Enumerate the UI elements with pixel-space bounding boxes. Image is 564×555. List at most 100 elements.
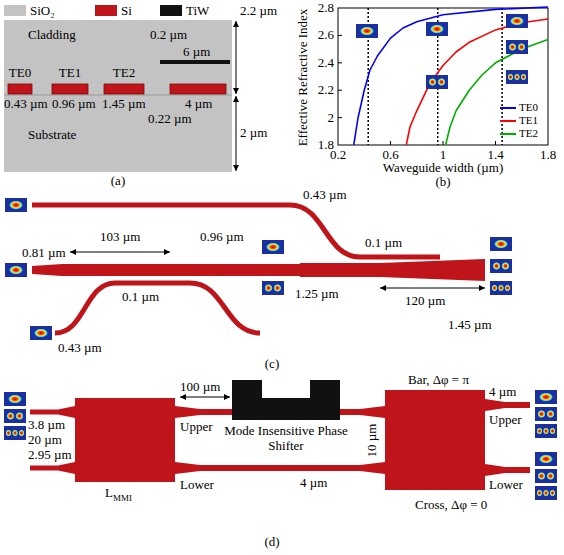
dimension-label: 100 µm [180,380,220,393]
mmi-coupler [385,390,485,490]
dimension-label: 1.45 µm [448,318,492,331]
dimension-label: 1.4 [487,148,503,161]
dimension-label: 0.22 µm [148,112,192,125]
mode-profile [535,486,557,500]
layer-label: Cladding [28,28,76,41]
dimension-label: 0.43 µm [4,97,48,110]
dimension-label: TE2 [113,66,135,79]
dimension-label: 3.8 µm [28,418,65,431]
legend-line [500,133,516,135]
dimension-label: 20 µm [28,433,62,446]
oxide-region [4,20,232,172]
si-waveguide [170,84,226,94]
legend-line [500,120,516,122]
dimension-label: (d) [264,535,279,548]
layer-label: Substrate [28,128,76,141]
dimension-label: 0.96 µm [52,97,96,110]
dimension-arrow [380,288,485,289]
dimension-label: 2.95 µm [28,448,72,461]
mmi-coupler [75,398,175,482]
te2-curve [446,40,548,146]
legend-text: TE0 [519,102,538,113]
width-marker-lines [368,8,502,145]
dimension-label: 0.1 µm [122,290,159,303]
dimension-label: Lower [180,478,214,491]
mode-profile [356,24,378,38]
dimension-arrow [70,252,170,253]
dimension-label: 120 µm [405,294,445,307]
dimension-label: (c) [265,357,279,370]
mode-profile [426,22,448,36]
plot-frame [338,8,548,145]
legend-swatch [95,5,117,16]
dimension-label: Mode Insensitive Phase Shifter [221,424,351,454]
mode-profile [262,240,284,254]
input-waveguide [30,406,75,418]
dimension-label: 0.81 µm [22,246,66,259]
legend-swatch [4,5,26,16]
tiw-heater [160,60,230,64]
mode-profile [535,407,557,421]
dimension-arrow [236,96,237,171]
mode-profile [5,263,27,277]
mode-profile [4,392,26,406]
dimension-label: (a) [111,174,125,187]
axis-ticks [338,35,496,145]
dimension-label: 1.25 µm [295,287,339,300]
dimension-label: Lower [489,478,523,491]
dimension-label: 10 µm [365,423,378,457]
dimension-label: 0.2 [330,148,346,161]
dimension-label: L [105,486,113,499]
mode-profile [535,424,557,438]
dimension-label: Upper [180,420,213,433]
te0-curve [354,7,548,145]
input-waveguide [30,462,75,474]
dimension-arrow [180,397,230,398]
mode-profile [535,469,557,483]
dimension-label: 0.43 µm [303,188,347,201]
te1-curve [406,19,548,145]
mode-profile [535,390,557,404]
mode-profile [490,259,512,273]
mode-profile [506,14,528,28]
dimension-label: (b) [435,175,450,188]
mode-profile [426,75,448,89]
mode-profile [490,281,512,295]
dimension-label: 2.2 µm [240,4,277,17]
output-waveguide [485,464,530,476]
dimension-arrow [236,21,237,94]
dimension-label: TE0 [9,66,31,79]
dimension-label: 0.2 µm [150,28,187,41]
mode-profile [506,70,528,84]
legend-line [500,107,516,109]
legend-swatch [160,5,182,16]
dimension-label: 2 µm [240,126,267,139]
dimension-label: Upper [489,413,522,426]
access-waveguide [55,283,260,333]
mode-profile [535,452,557,466]
output-waveguide [485,399,530,411]
dimension-label: 4 µm [489,385,516,398]
mode-profile [490,237,512,251]
dimension-label: 0.6 [382,148,398,161]
dimension-label: Cross, Δφ = 0 [415,498,487,511]
phase-shifter-heater [232,380,340,420]
dimension-label: 1.8 [540,148,556,161]
mode-profile [30,326,52,340]
interface-line [4,95,232,96]
dimension-label: 4 µm [185,97,212,110]
mode-profile [4,409,26,423]
dimension-label: TE1 [59,66,81,79]
dimension-label: 6 µm [183,45,210,58]
dimension-label: 103 µm [100,230,140,243]
legend-text: SiO₂ [30,4,55,17]
bus-waveguide [32,259,485,281]
mode-profile [262,281,284,295]
mode-profile [5,198,27,212]
si-waveguide [104,84,144,94]
dimension-label: Waveguide width (µm) [383,161,504,174]
dimension-label: 1.45 µm [102,97,146,110]
dimension-label: 0.1 µm [365,236,402,249]
